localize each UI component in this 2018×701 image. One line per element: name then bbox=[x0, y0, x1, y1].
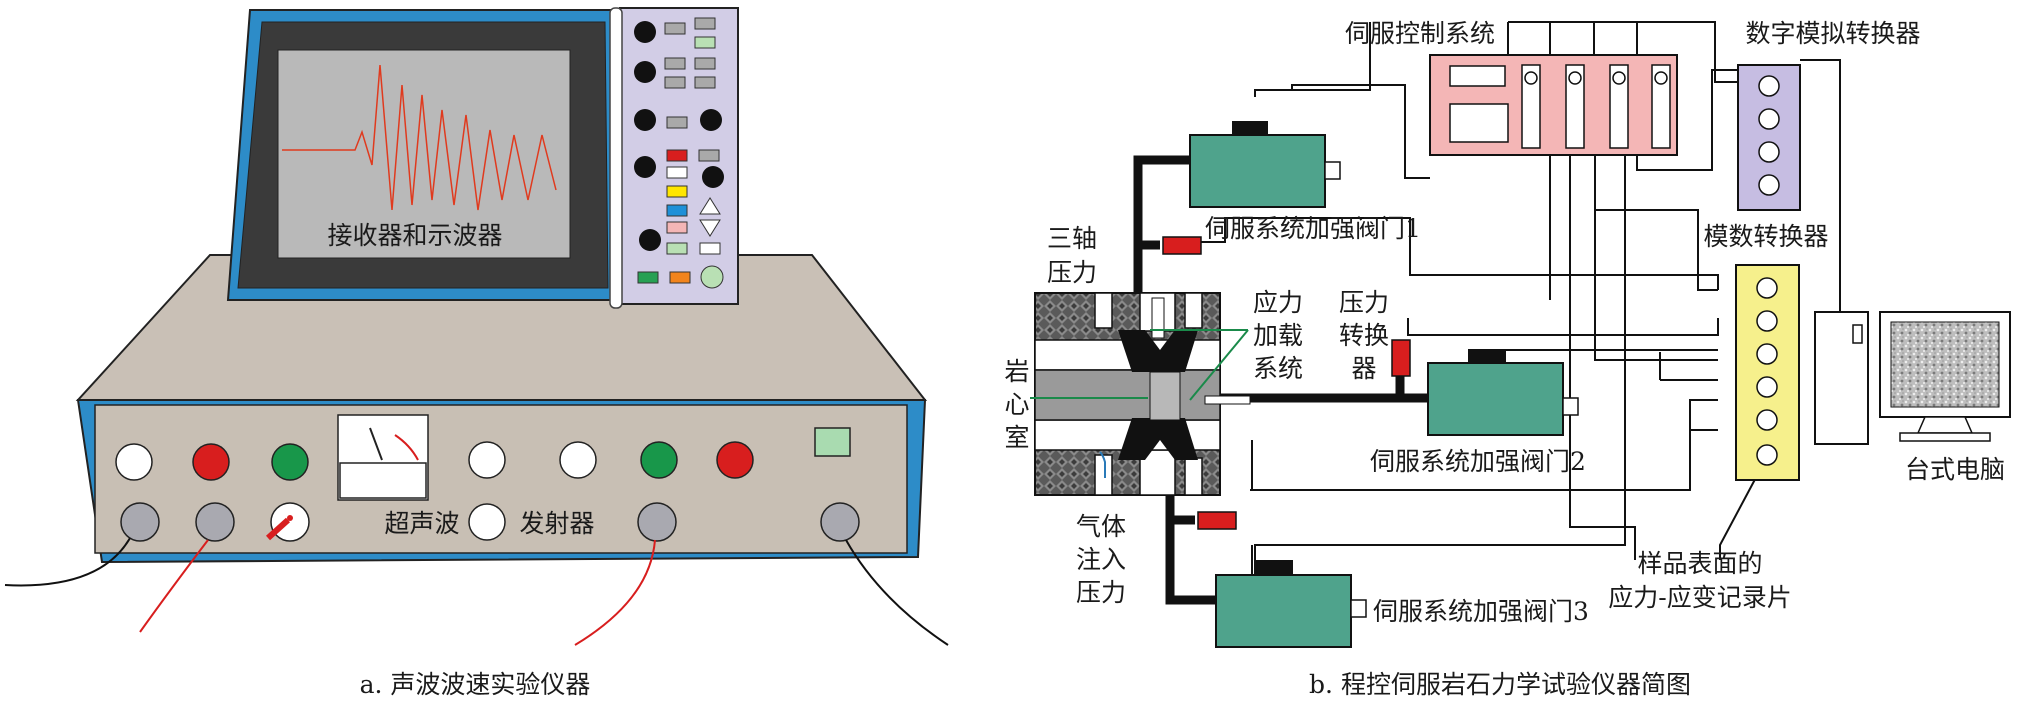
arrow-up-icon bbox=[699, 197, 721, 215]
servo-valve-1-box bbox=[1189, 134, 1326, 208]
gas-injection-1: 气体 bbox=[1076, 512, 1126, 541]
emitter-button bbox=[468, 503, 506, 541]
servo-control-label: 伺服控制系统 bbox=[1345, 19, 1495, 48]
strain-gauge-2: 应力-应变记录片 bbox=[1608, 583, 1791, 612]
control-keys bbox=[637, 17, 721, 284]
cable-black-left bbox=[4, 537, 131, 587]
stress-loading-1: 应力 bbox=[1253, 288, 1303, 317]
round-key bbox=[700, 265, 724, 289]
signal-wires bbox=[1120, 21, 1841, 585]
emitter-label: 发射器 bbox=[519, 509, 594, 538]
control-column-hinge bbox=[609, 7, 623, 309]
servo-valve-3-box bbox=[1215, 574, 1352, 648]
computer-label: 台式电脑 bbox=[1905, 455, 2005, 484]
ultrasonic-label: 超声波 bbox=[384, 509, 459, 538]
gas-injection-2: 注入 bbox=[1076, 545, 1126, 574]
cable-black-right bbox=[845, 539, 949, 646]
core-chamber-1: 岩 bbox=[1004, 357, 1029, 386]
control-knobs bbox=[634, 21, 724, 251]
ad-converter-label: 模数转换器 bbox=[1703, 222, 1828, 251]
meter-scale bbox=[394, 434, 419, 461]
rotary-knob bbox=[270, 502, 310, 542]
waveform-trace bbox=[282, 64, 557, 211]
arrow-down-icon bbox=[699, 219, 721, 237]
triaxial-pressure-1: 三轴 bbox=[1047, 224, 1097, 253]
meter-needle bbox=[369, 427, 383, 461]
valve-1-label: 伺服系统加强阀门1 bbox=[1205, 214, 1421, 243]
knob bbox=[634, 109, 656, 131]
da-converter-label: 数字模拟转换器 bbox=[1745, 19, 1920, 48]
knob bbox=[634, 61, 656, 83]
knob bbox=[634, 21, 656, 43]
knob bbox=[700, 109, 722, 131]
caption-b: b. 程控伺服岩石力学试验仪器简图 bbox=[1309, 670, 1691, 699]
indicator-lamps bbox=[115, 441, 754, 481]
servo-rock-testing-diagram: 伺服控制系统 数字模拟转换器 模数转换器 台式电脑 bbox=[1004, 19, 2011, 699]
valve-3-label: 伺服系统加强阀门3 bbox=[1373, 597, 1589, 626]
caption-a: a. 声波波速实验仪器 bbox=[360, 670, 591, 699]
connector-ports bbox=[120, 502, 860, 542]
cable-red-right bbox=[574, 539, 656, 646]
pressure-transducer-2: 转换 bbox=[1339, 321, 1389, 350]
rotary-pointer bbox=[265, 517, 291, 541]
gas-injection-3: 压力 bbox=[1076, 578, 1126, 607]
rock-core-sample bbox=[1034, 369, 1221, 421]
core-chamber-2: 心 bbox=[1004, 390, 1029, 419]
leader-lines bbox=[1030, 329, 1249, 401]
red-valve-1 bbox=[1162, 236, 1202, 255]
screen-label: 接收器和示波器 bbox=[327, 221, 502, 250]
gas-inlet bbox=[1099, 451, 1106, 478]
control-slots bbox=[1521, 64, 1671, 149]
strain-gauge-1: 样品表面的 bbox=[1637, 549, 1762, 578]
knob bbox=[634, 156, 656, 178]
hydraulic-lines bbox=[1133, 155, 1430, 605]
valve-2-label: 伺服系统加强阀门2 bbox=[1370, 447, 1586, 476]
core-chamber-3: 室 bbox=[1004, 423, 1029, 452]
cable-red-left bbox=[139, 539, 209, 633]
power-switch bbox=[814, 427, 851, 457]
pressure-transducer bbox=[1391, 339, 1411, 377]
stress-loading-2: 加载 bbox=[1253, 321, 1303, 350]
pressure-transducer-3: 器 bbox=[1351, 354, 1376, 383]
knob bbox=[702, 166, 724, 188]
pressure-transducer-1: 压力 bbox=[1339, 288, 1389, 317]
ad-converter bbox=[1735, 264, 1800, 481]
acoustic-velocity-instrument: 接收器和示波器 bbox=[4, 7, 949, 699]
knob bbox=[639, 229, 661, 251]
oscilloscope-screen bbox=[277, 49, 571, 259]
servo-valve-2-box bbox=[1427, 362, 1564, 436]
red-valve-3 bbox=[1197, 511, 1237, 530]
triaxial-pressure-2: 压力 bbox=[1047, 258, 1097, 287]
stress-loading-3: 系统 bbox=[1253, 354, 1303, 383]
